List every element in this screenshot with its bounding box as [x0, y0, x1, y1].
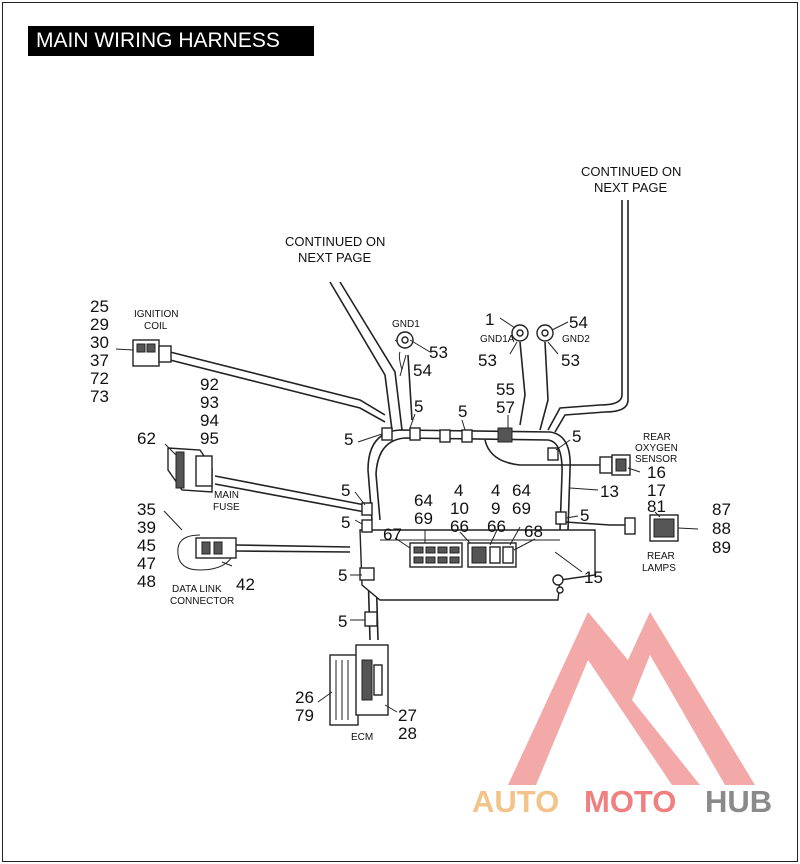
callout-28: 28 — [398, 724, 417, 743]
callout-95: 95 — [200, 429, 219, 448]
oxygen-sensor-connector — [599, 454, 631, 476]
callout-79: 79 — [295, 706, 314, 725]
callout-27: 27 — [398, 706, 417, 725]
label-rear-oxygen-sensor-3: SENSOR — [635, 454, 677, 465]
label-ecm: ECM — [351, 732, 373, 743]
callout-73: 73 — [90, 387, 109, 406]
callout-66-a: 66 — [450, 517, 469, 536]
callout-53-gnd1: 53 — [429, 343, 448, 362]
continued-label-left-2: NEXT PAGE — [298, 250, 372, 265]
callout-53-gnd1a: 53 — [478, 351, 497, 370]
callout-5-g: 5 — [580, 506, 589, 525]
callout-10: 10 — [450, 499, 469, 518]
callout-69-b: 69 — [512, 499, 531, 518]
callout-64-b: 64 — [512, 481, 531, 500]
callout-17: 17 — [647, 481, 666, 500]
page-title: MAIN WIRING HARNESS — [28, 26, 314, 56]
label-rear-lamps-1: REAR — [647, 551, 675, 562]
callout-93: 93 — [200, 393, 219, 412]
callout-55: 55 — [496, 380, 515, 399]
callout-67: 67 — [383, 525, 402, 544]
label-rear-oxygen-sensor-1: REAR — [643, 432, 671, 443]
callout-5-h: 5 — [338, 566, 347, 585]
callout-15: 15 — [584, 568, 603, 587]
callout-54-gnd1: 54 — [413, 361, 432, 380]
leader-lines — [115, 317, 699, 713]
callout-81: 81 — [647, 497, 666, 516]
label-rear-oxygen-sensor-2: OXYGEN — [635, 443, 678, 454]
callout-72: 72 — [90, 369, 109, 388]
main-fuse-holder — [167, 447, 213, 493]
callout-26: 26 — [295, 688, 314, 707]
callout-5-f: 5 — [341, 513, 350, 532]
callout-35: 35 — [137, 500, 156, 519]
callout-53-gnd2: 53 — [561, 351, 580, 370]
ignition-coil-connector — [132, 339, 172, 367]
callout-47: 47 — [137, 554, 156, 573]
callout-62: 62 — [137, 429, 156, 448]
callout-69-a: 69 — [414, 509, 433, 528]
label-gnd2: GND2 — [562, 334, 590, 345]
callout-29: 29 — [90, 315, 109, 334]
callout-68: 68 — [524, 522, 543, 541]
callout-57: 57 — [496, 398, 515, 417]
callout-1: 1 — [485, 310, 494, 329]
callout-54-gnd2: 54 — [569, 313, 588, 332]
callout-4-a: 4 — [454, 481, 463, 500]
label-main-fuse-1: MAIN — [214, 490, 239, 501]
callout-42: 42 — [236, 575, 255, 594]
callout-30: 30 — [90, 333, 109, 352]
callout-5-i: 5 — [338, 612, 347, 631]
callout-5-b: 5 — [458, 402, 467, 421]
callout-4-b: 4 — [491, 481, 500, 500]
continued-label-left-1: CONTINUED ON — [285, 234, 385, 249]
label-ignition-coil-1: IGNITION — [134, 309, 178, 320]
label-ignition-coil-2: COIL — [144, 321, 168, 332]
callout-94: 94 — [200, 411, 219, 430]
watermark-moto: MOTO — [584, 784, 676, 819]
ground-terminals — [396, 324, 554, 349]
harness-wires — [169, 200, 629, 641]
callout-13: 13 — [600, 482, 619, 501]
callout-5-a: 5 — [414, 397, 423, 416]
callout-25: 25 — [90, 297, 109, 316]
fuse-block — [409, 542, 463, 568]
label-gnd1: GND1 — [392, 319, 420, 330]
callout-5-d: 5 — [572, 427, 581, 446]
continued-label-right-2: NEXT PAGE — [594, 180, 668, 195]
callout-92: 92 — [200, 375, 219, 394]
callout-39: 39 — [137, 518, 156, 537]
continued-label-right-1: CONTINUED ON — [581, 164, 681, 179]
label-main-fuse-2: FUSE — [213, 502, 240, 513]
callout-88: 88 — [712, 519, 731, 538]
label-data-link-connector-1: DATA LINK — [172, 584, 222, 595]
callout-numbers: 25 29 30 37 72 73 92 93 94 95 62 35 39 4… — [90, 297, 731, 743]
relay-block — [467, 542, 517, 568]
callout-87: 87 — [712, 500, 731, 519]
rear-lamps-connector — [624, 514, 679, 542]
callout-9: 9 — [491, 499, 500, 518]
callout-64-a: 64 — [414, 491, 433, 510]
callout-5-c: 5 — [344, 430, 353, 449]
ecm-module — [329, 644, 389, 726]
callout-66-b: 66 — [487, 517, 506, 536]
watermark-hub: HUB — [705, 784, 772, 819]
callout-48: 48 — [137, 572, 156, 591]
callout-89: 89 — [712, 538, 731, 557]
watermark-logo — [508, 612, 755, 785]
label-rear-lamps-2: LAMPS — [642, 563, 676, 574]
label-gnd1a: GND1A — [480, 334, 515, 345]
label-data-link-connector-2: CONNECTOR — [170, 596, 234, 607]
callout-16: 16 — [647, 463, 666, 482]
callout-37: 37 — [90, 351, 109, 370]
callout-45: 45 — [137, 536, 156, 555]
callout-5-e: 5 — [341, 481, 350, 500]
data-link-connector — [177, 534, 237, 571]
watermark-auto: AUTO — [472, 784, 559, 819]
